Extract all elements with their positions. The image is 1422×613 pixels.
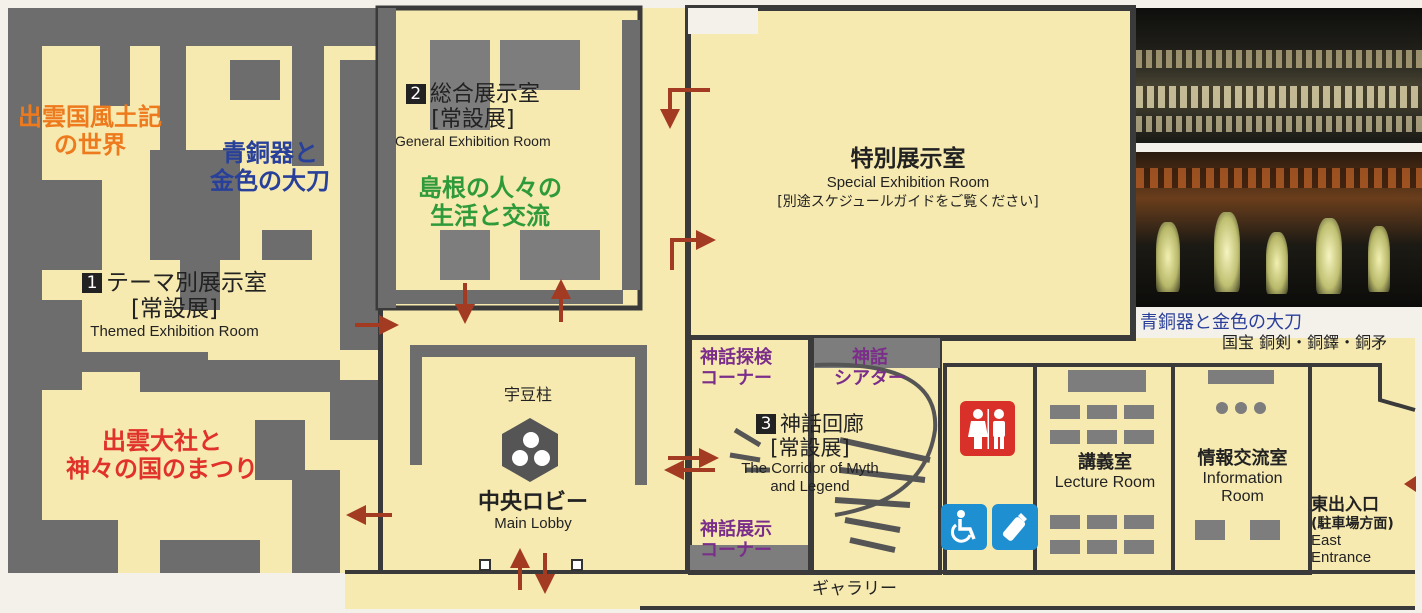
myth-explore-corner: 神話探検 コーナー xyxy=(700,347,772,389)
general-room-name-jp: 総合展示室 xyxy=(429,82,540,107)
special-room-name-en: Special Exhibition Room xyxy=(826,174,990,192)
myth-room-name-jp: 神話回廊 xyxy=(780,412,864,436)
arrow-icon xyxy=(346,88,719,594)
zone-izumo-line1: 出雲大社と xyxy=(102,427,222,455)
zone-fudoki-line2: の世界 xyxy=(54,130,126,159)
pillar-icon xyxy=(502,418,558,482)
bronze-swords-photo xyxy=(1136,8,1422,143)
lobby-title: 中央ロビー Main Lobby xyxy=(468,490,598,533)
general-room-name-en: General Exhibition Room xyxy=(395,132,551,149)
pillar-label: 宇豆柱 xyxy=(504,385,553,404)
east-entrance-arrow-icon xyxy=(1404,476,1416,492)
special-room-note: [別途スケジュールガイドをご覧ください] xyxy=(777,193,1039,210)
room-number-2: 2 xyxy=(405,84,426,104)
zone-shimane-line1: 島根の人々の xyxy=(418,174,562,202)
special-room-walls xyxy=(685,5,1136,341)
zone-izumo-line2: 神々の国のまつり xyxy=(66,454,258,483)
myth-theater-line2: シアター xyxy=(834,367,906,389)
lecture-room-title: 講義室 Lecture Room xyxy=(1040,452,1170,492)
nursing-bottle-icon xyxy=(992,504,1038,550)
info-room-title: 情報交流室 Information Room xyxy=(1180,448,1305,506)
wheelchair-icon xyxy=(941,504,987,550)
photo-caption-title: 青銅器と金色の大刀 xyxy=(1140,312,1302,333)
myth-room-name-en-2: and Legend xyxy=(770,477,850,495)
myth-display-corner: 神話展示 コーナー xyxy=(700,519,772,561)
gallery-label: ギャラリー xyxy=(812,579,897,599)
lobby-name-en: Main Lobby xyxy=(494,515,572,533)
special-room-name-jp: 特別展示室 xyxy=(850,146,966,172)
zone-bronze-line1: 青銅器と xyxy=(222,139,318,167)
myth-theater: 神話 シアター xyxy=(834,347,906,389)
zone-fudoki-line1: 出雲国風土記 xyxy=(18,103,162,131)
lecture-desks xyxy=(1050,370,1154,554)
bronze-bells-photo xyxy=(1136,152,1422,307)
room-number-3: 3 xyxy=(756,414,776,434)
toilet-icon xyxy=(960,401,1015,456)
east-entrance-en-2: Entrance xyxy=(1311,548,1372,566)
general-room-type: [常設展] xyxy=(431,107,515,133)
themed-room-name-jp: テーマ別展示室 xyxy=(106,270,267,296)
themed-room-walls xyxy=(8,8,378,573)
myth-display-line1: 神話展示 xyxy=(700,519,772,540)
east-entrance: 東出入口 (駐車場方面) East Entrance xyxy=(1311,495,1394,566)
themed-room-type: [常設展] xyxy=(131,296,218,323)
myth-explore-line2: コーナー xyxy=(700,367,772,389)
lobby-walls xyxy=(410,345,647,485)
myth-explore-line1: 神話探検 xyxy=(700,347,772,368)
room-number-1: 1 xyxy=(82,273,102,293)
myth-room-name-en-1: The Corridor of Myth xyxy=(741,460,879,478)
zone-fudoki: 出雲国風土記 の世界 xyxy=(18,103,162,159)
info-room-name-en-1: Information xyxy=(1202,469,1283,487)
east-entrance-name-jp: 東出入口 xyxy=(1311,495,1379,515)
east-entrance-sub: (駐車場方面) xyxy=(1311,515,1394,532)
zone-bronze: 青銅器と 金色の大刀 xyxy=(210,139,330,195)
info-tables xyxy=(1195,370,1280,540)
special-room-title: 特別展示室 Special Exhibition Room [別途スケジュールガ… xyxy=(738,146,1078,210)
info-room-name-en-2: Room xyxy=(1221,488,1264,506)
myth-theater-line1: 神話 xyxy=(852,347,888,368)
zone-bronze-line2: 金色の大刀 xyxy=(210,166,330,195)
lecture-room-name-en: Lecture Room xyxy=(1054,473,1156,491)
photo-caption-sub: 国宝 銅剣・銅鐸・銅矛 xyxy=(1222,333,1388,352)
myth-corridor xyxy=(688,336,942,575)
east-entrance-en-1: East xyxy=(1311,531,1342,549)
lecture-room-name-jp: 講義室 xyxy=(1078,452,1132,473)
myth-display-line2: コーナー xyxy=(700,539,772,561)
gallery-floor xyxy=(345,573,1415,609)
themed-room-name-en: Themed Exhibition Room xyxy=(90,322,259,340)
zone-shimane-line2: 生活と交流 xyxy=(430,201,550,230)
general-room-walls xyxy=(375,5,643,311)
myth-room-type: [常設展] xyxy=(770,436,850,461)
lobby-name-jp: 中央ロビー xyxy=(477,490,588,515)
zone-izumo-taisha: 出雲大社と 神々の国のまつり xyxy=(66,427,258,483)
info-room-name-jp: 情報交流室 xyxy=(1197,448,1288,469)
zone-shimane-life: 島根の人々の 生活と交流 xyxy=(418,174,562,230)
